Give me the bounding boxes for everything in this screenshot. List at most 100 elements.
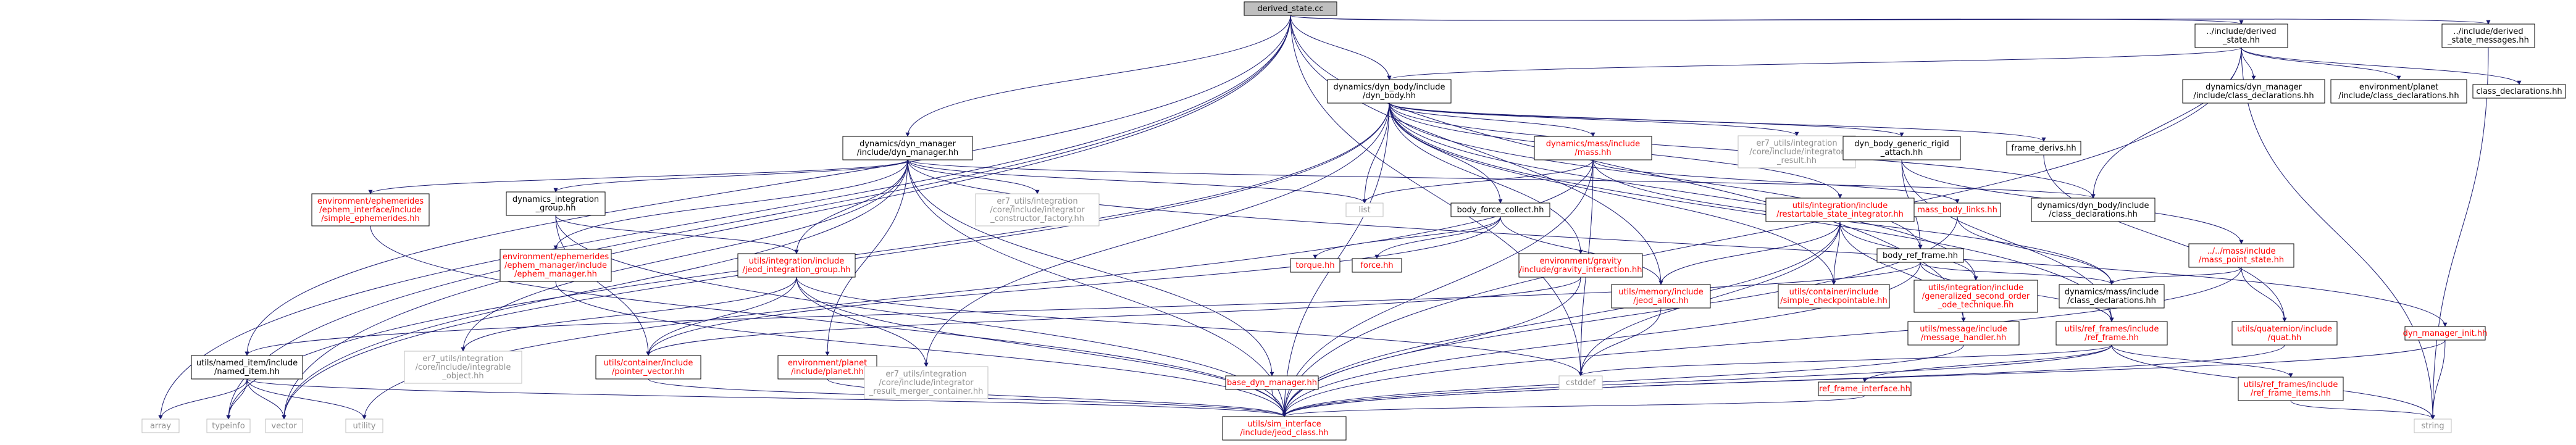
edge-utils_ref_frame-to-sim_interface — [1282, 344, 2112, 417]
node-ref_frame_interface[interactable]: ref_frame_interface.hh — [1818, 381, 1912, 396]
edge-dyn_manager-to-env_ephem_simple — [368, 159, 908, 194]
node-utility[interactable]: utility — [345, 418, 383, 433]
edge-dyn_manager-to-utils_jeod_integ_group — [794, 159, 908, 254]
node-dyn_integ_group[interactable]: dynamics_integration_group.hh — [506, 191, 606, 216]
edge-dyn_manager-to-er7_integ_ctor — [907, 159, 1040, 194]
node-label-line: /ephem_interface/include — [319, 206, 422, 215]
node-label-line: /restartable_state_integrator.hh — [1776, 210, 1904, 219]
node-force[interactable]: force.hh — [1352, 258, 1402, 273]
edge-env_planet-to-sim_interface — [827, 378, 1287, 417]
node-utils_jeod_alloc[interactable]: utils/memory/include/jeod_alloc.hh — [1611, 284, 1711, 309]
node-label-line: /class_declarations.hh — [2067, 296, 2156, 306]
node-mass_hh[interactable]: dynamics/mass/include/mass.hh — [1534, 136, 1652, 160]
node-ref_frame_items[interactable]: utils/ref_frames/include/ref_frame_items… — [2238, 376, 2344, 401]
edge-inc_derived-to-dyn_body — [1387, 47, 2242, 80]
node-box — [1450, 202, 1550, 217]
node-utils_jeod_integ_group[interactable]: utils/integration/include/jeod_integrati… — [737, 253, 856, 278]
edge-dyn_integ_group-to-utils_pointer_vector — [555, 215, 651, 356]
node-label-line: utils/integration/include — [1792, 201, 1888, 210]
node-inc_derived[interactable]: ../include/derived_state.hh — [2194, 23, 2288, 48]
node-env_ephem_manager[interactable]: environment/ephemerides/ephem_manager/in… — [500, 249, 612, 282]
node-dyn_manager[interactable]: dynamics/dyn_manager/include/dyn_manager… — [842, 136, 973, 160]
node-utils_ref_frame[interactable]: utils/ref_frames/include/ref_frame.hh — [2055, 321, 2168, 346]
node-torque[interactable]: torque.hh — [1290, 258, 1340, 273]
node-utils_simple_ckpt[interactable]: utils/container/include/simple_checkpoin… — [1778, 284, 1890, 309]
node-label-line: force.hh — [1360, 261, 1393, 270]
edge-dyn_body-to-body_force — [1389, 102, 1503, 204]
node-body_ref_frame[interactable]: body_ref_frame.hh — [1876, 248, 1964, 263]
node-label-line: /ref_frame_items.hh — [2251, 389, 2331, 398]
node-label-line: array — [150, 422, 171, 431]
edge-inc_derived-to-sim_interface — [1282, 47, 2242, 417]
node-env_gravity[interactable]: environment/gravity/include/gravity_inte… — [1518, 253, 1643, 278]
node-list[interactable]: list — [1345, 202, 1384, 217]
node-vector[interactable]: vector — [265, 418, 303, 433]
node-base_dyn_manager[interactable]: base_dyn_manager.hh — [1225, 375, 1319, 390]
node-sim_interface[interactable]: utils/sim_interface/include/jeod_class.h… — [1222, 416, 1347, 441]
node-dyn_body[interactable]: dynamics/dyn_body/include/dyn_body.hh — [1327, 79, 1452, 104]
node-box — [595, 355, 701, 380]
node-dyn_body_cd[interactable]: dynamics/dyn_body/include/class_declarat… — [2031, 198, 2156, 222]
node-label-line: /generalized_second_order — [1922, 292, 2030, 301]
node-dyn_mass_cd[interactable]: dynamics/mass/include/class_declarations… — [2059, 284, 2165, 309]
node-box — [2188, 243, 2294, 268]
edge-dyn_manager-to-env_planet — [825, 159, 908, 356]
node-er7_integ_result[interactable]: er7_utils/integration/core/include/integ… — [1738, 135, 1856, 168]
node-label-line: string — [2421, 422, 2444, 431]
node-label-line: ../include/derived — [2206, 27, 2276, 36]
node-er7_integrable_obj[interactable]: er7_utils/integration/core/include/integ… — [404, 351, 522, 384]
node-box — [191, 355, 303, 380]
node-label-line: /ephem_manager.hh — [514, 270, 597, 279]
node-body_force[interactable]: body_force_collect.hh — [1450, 202, 1550, 217]
node-label-line: /simple_ephemerides.hh — [321, 214, 420, 223]
node-box — [1352, 258, 1402, 273]
node-box — [1222, 416, 1347, 441]
node-utils_quat[interactable]: utils/quaternion/include/quat.hh — [2231, 321, 2338, 346]
node-label-line: cstddef — [1566, 378, 1596, 388]
node-env_planet_cd[interactable]: environment/planet/include/class_declara… — [2330, 79, 2467, 104]
node-label-line: _group.hh — [535, 204, 576, 213]
node-env_ephem_simple[interactable]: environment/ephemerides/ephem_interface/… — [311, 193, 430, 227]
node-typeinfo[interactable]: typeinfo — [206, 418, 251, 433]
node-label-line: class_declarations.hh — [2476, 87, 2562, 96]
node-er7_result_merger[interactable]: er7_utils/integration/core/include/integ… — [864, 366, 989, 399]
node-box — [345, 418, 383, 433]
node-string[interactable]: string — [2414, 418, 2452, 433]
edge-mass_hh-to-dyn_mass_cd — [1592, 159, 2114, 285]
node-env_planet[interactable]: environment/planet/include/planet.hh — [777, 355, 877, 380]
node-dyn_body_generic[interactable]: dyn_body_generic_rigid_attach.hh — [1842, 136, 1961, 160]
node-restartable[interactable]: utils/integration/include/restartable_st… — [1765, 198, 1915, 222]
edge-body_ref_frame-to-utils_named_item — [245, 262, 1921, 356]
node-dyn_manager_init[interactable]: dyn_manager_init.hh — [2403, 326, 2488, 341]
node-array[interactable]: array — [141, 418, 180, 433]
node-cstddef[interactable]: cstddef — [1558, 375, 1603, 390]
edge-env_gravity-to-utils_pointer_vector — [646, 277, 1581, 356]
node-mass_body_links[interactable]: mass_body_links.hh — [1913, 202, 2001, 217]
node-root[interactable]: derived_state.cc — [1244, 1, 1337, 16]
node-box — [864, 366, 989, 399]
node-dyn_manager_cd[interactable]: dynamics/dyn_manager/include/class_decla… — [2182, 79, 2325, 104]
node-utils_message_handler[interactable]: utils/message/include/message_handler.hh — [1907, 321, 2020, 346]
node-label-line: dyn_manager_init.hh — [2403, 329, 2488, 338]
node-label-line: frame_derivs.hh — [2011, 144, 2076, 153]
node-box — [2238, 376, 2344, 401]
edge-dyn_body-to-er7_result_merger — [924, 102, 1390, 367]
node-box — [2055, 321, 2168, 346]
node-label-line: derived_state.cc — [1257, 4, 1323, 14]
node-mass_point_state[interactable]: ../../mass/include/mass_point_state.hh — [2188, 243, 2294, 268]
node-utils_pointer_vector[interactable]: utils/container/include/pointer_vector.h… — [595, 355, 701, 380]
node-utils_gen_second[interactable]: utils/integration/include/generalized_se… — [1913, 280, 2038, 313]
node-label-line: /class_declarations.hh — [2049, 210, 2138, 219]
node-label-line: environment/ephemerides — [503, 252, 609, 262]
node-label-line: dynamics_integration — [512, 195, 599, 204]
node-label-line: _object.hh — [441, 372, 483, 381]
node-er7_integ_ctor[interactable]: er7_utils/integration/core/include/integ… — [975, 193, 1100, 227]
node-frame_derivs[interactable]: frame_derivs.hh — [2006, 141, 2081, 156]
edge-root-to-vector — [282, 15, 1291, 420]
node-utils_named_item[interactable]: utils/named_item/include/named_item.hh — [191, 355, 303, 380]
edge-utils_named_item-to-array — [158, 378, 248, 420]
edge-dyn_body-to-frame_derivs — [1389, 102, 2046, 142]
node-inc_derived_msg[interactable]: ../include/derived_state_messages.hh — [2441, 23, 2535, 48]
node-box — [265, 418, 303, 433]
node-class_decl[interactable]: class_declarations.hh — [2472, 84, 2566, 99]
